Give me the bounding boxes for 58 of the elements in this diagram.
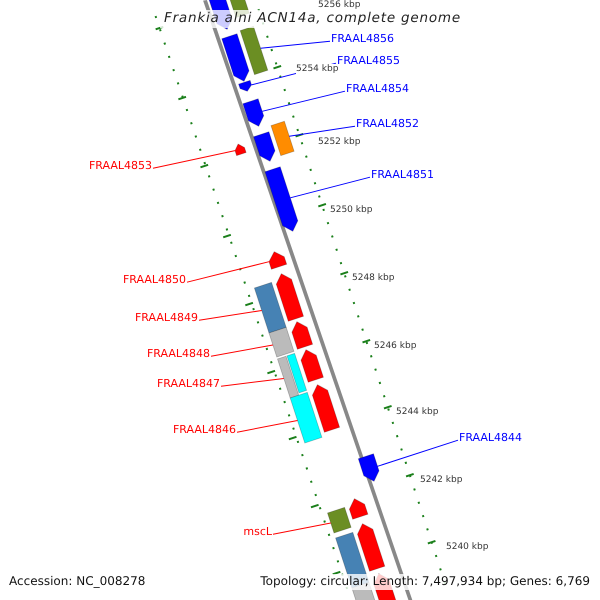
leader-line: [152, 150, 236, 169]
feature-box: [290, 392, 322, 444]
tick-label: 5252 kbp: [318, 137, 360, 148]
gene-label: FRAAL4849: [134, 312, 198, 325]
feature-box: [286, 352, 308, 394]
gene-label: FRAAL4850: [122, 274, 186, 287]
gene-block: [268, 251, 288, 270]
leader-line: [260, 40, 330, 49]
gene-label: FRAAL4855: [337, 55, 400, 68]
gene-label: FRAAL4852: [356, 118, 420, 131]
gene-label: FRAAL4846: [172, 424, 236, 437]
leader-line: [236, 420, 298, 433]
feature-box: [270, 120, 295, 156]
gene-block: [238, 80, 252, 92]
feature-box: [277, 356, 300, 398]
gene-block: [312, 384, 340, 433]
feature-box: [254, 282, 287, 334]
feature-box: [327, 506, 352, 534]
leader-line: [288, 126, 356, 137]
feature-box: [268, 326, 294, 358]
tick-label: 5248 kbp: [352, 273, 394, 284]
gene-label: FRAAL4854: [346, 83, 410, 96]
gene-block: [357, 523, 386, 572]
gene-block: [291, 321, 314, 350]
gene-label: FRAAL4851: [371, 169, 434, 182]
tick-label: 5254 kbp: [296, 64, 338, 74]
gene-block: [358, 453, 380, 482]
gene-block: [276, 273, 304, 322]
leader-line: [290, 176, 370, 198]
leader-line: [377, 440, 458, 467]
tick-label: 5246 kbp: [374, 341, 416, 352]
tick-label: 5240 kbp: [446, 542, 488, 552]
gene-block: [221, 33, 250, 82]
tick-label: 5242 kbp: [420, 475, 462, 486]
leader-line: [262, 90, 346, 112]
tick-label: 5250 kbp: [330, 205, 372, 216]
gene-label: FRAAL4847: [156, 378, 220, 391]
gene-label: mscL: [243, 526, 272, 539]
leader-line: [220, 378, 284, 387]
gene-block: [234, 143, 247, 156]
gene-label: FRAAL4853: [88, 160, 152, 173]
leader-line: [210, 344, 274, 357]
feature-box: [240, 26, 268, 76]
gene-block: [348, 498, 368, 520]
genome-info-text: Topology: circular; Length: 7,497,934 bp; Genes: 6,769: [260, 574, 590, 590]
gene-label: FRAAL4848: [146, 348, 210, 361]
gene-label: FRAAL4844: [459, 432, 522, 445]
leader-line: [186, 261, 270, 283]
gene-block: [242, 98, 264, 127]
gene-label: FRAAL4856: [331, 33, 394, 46]
accession-text: Accession: NC_008278: [9, 574, 146, 590]
tick-label: 5244 kbp: [396, 407, 438, 418]
leader-line: [272, 522, 332, 535]
tick-label: 5256 kbp: [318, 0, 360, 10]
gene-block: [300, 349, 324, 383]
leader-line: [198, 310, 262, 321]
gene-block: [264, 166, 298, 232]
gene-block: [253, 131, 276, 162]
